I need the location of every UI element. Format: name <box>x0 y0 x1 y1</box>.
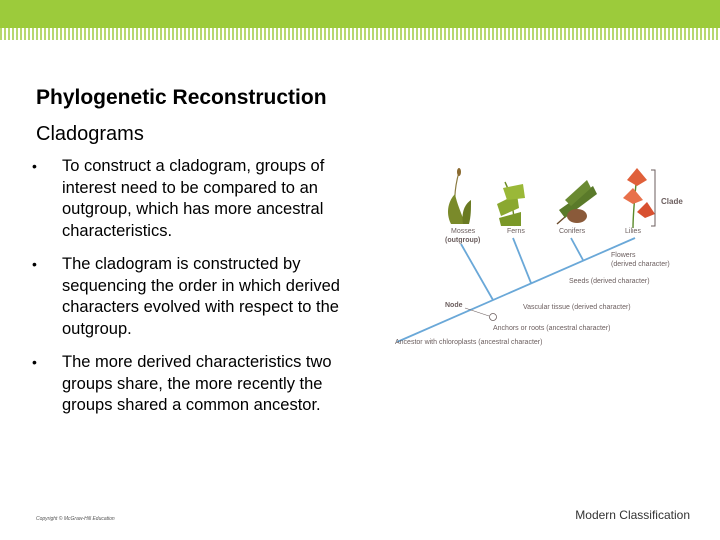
node-label: Node <box>445 302 463 309</box>
seeds-label: Seeds (derived character) <box>569 278 650 285</box>
branch-mosses <box>460 243 494 301</box>
bullet-text: The cladogram is constructed by sequenci… <box>62 255 340 338</box>
bullet-marker: • <box>32 158 37 174</box>
main-branch <box>396 237 636 343</box>
anchors-label: Anchors or roots (ancestral character) <box>493 325 611 332</box>
cladogram-tree <box>396 237 636 343</box>
bullet-list: • To construct a cladogram, groups of in… <box>30 156 375 429</box>
flowers-note: (derived character) <box>611 261 670 268</box>
taxon-label-ferns: Ferns <box>507 228 525 235</box>
bullet-text: To construct a cladogram, groups of inte… <box>62 157 325 240</box>
cladogram-diagram: Clade Mosses (outgroup) Ferns Conifers L… <box>395 168 683 346</box>
taxon-label-conifers: Conifers <box>559 228 586 235</box>
clade-label: Clade <box>661 197 683 206</box>
bullet-text: The more derived characteristics two gro… <box>62 353 332 414</box>
taxon-label-mosses: Mosses <box>451 228 476 235</box>
slide-title: Phylogenetic Reconstruction <box>36 86 327 109</box>
clade-bracket <box>651 169 656 227</box>
bullet-item: • To construct a cladogram, groups of in… <box>30 156 375 242</box>
vascular-label: Vascular tissue (derived character) <box>523 304 631 311</box>
decorative-stripe <box>0 28 720 40</box>
taxon-label-lilies: Lilies <box>625 228 641 235</box>
ancestor-label: Ancestor with chloroplasts (ancestral ch… <box>395 339 542 346</box>
branch-ferns <box>512 237 532 284</box>
top-banner <box>0 0 720 28</box>
flowers-label: Flowers <box>611 252 636 259</box>
cladogram-figure: Clade Mosses (outgroup) Ferns Conifers L… <box>393 164 685 352</box>
bullet-marker: • <box>32 256 37 272</box>
copyright-notice: Copyright © McGraw-Hill Education <box>36 516 115 522</box>
bullet-item: • The more derived characteristics two g… <box>30 352 375 417</box>
slide-subtitle: Cladograms <box>36 123 144 145</box>
section-title: Modern Classification <box>575 508 690 522</box>
outgroup-label: (outgroup) <box>445 237 480 244</box>
bullet-item: • The cladogram is constructed by sequen… <box>30 254 375 340</box>
moss-illustration <box>448 168 471 224</box>
conifer-illustration <box>556 180 597 225</box>
fern-illustration <box>497 181 525 227</box>
node-marker <box>489 313 497 321</box>
node-pointer <box>464 307 490 317</box>
bullet-marker: • <box>32 354 37 370</box>
lily-illustration <box>623 168 655 229</box>
branch-conifers <box>570 237 584 261</box>
